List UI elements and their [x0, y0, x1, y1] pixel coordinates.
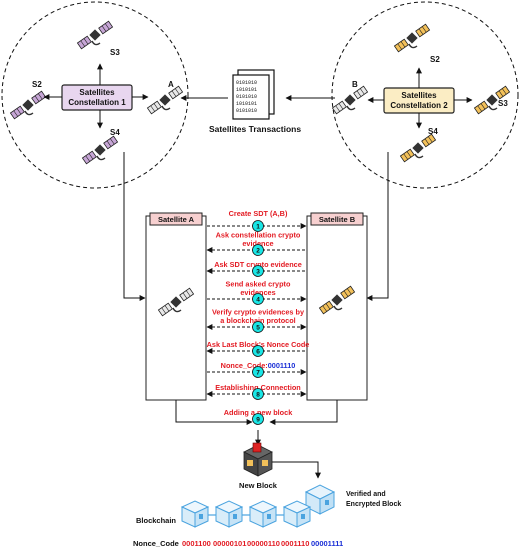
svg-text:0101010: 0101010	[236, 108, 257, 114]
step-9-number: 9	[256, 416, 260, 423]
sat-label-s3b: S3	[498, 99, 508, 108]
step-4-text: evidences	[240, 288, 275, 297]
step-2-number: 2	[256, 247, 260, 254]
verified-block-icon	[304, 484, 336, 515]
svg-text:1010101: 1010101	[236, 87, 257, 93]
step-5-text: a blockchain protocol	[220, 316, 295, 325]
step-4-number: 4	[256, 296, 260, 303]
satellite-a-box	[145, 215, 207, 401]
satellite-s3-icon	[76, 20, 114, 50]
constellation-1-label-line2: Constellation 1	[68, 98, 126, 107]
step-2-text: Ask constellation crypto	[216, 231, 301, 240]
sat-label-s4b: S4	[428, 127, 438, 136]
satellite-b-icon	[331, 85, 369, 115]
step-8-text: Establishing Connection	[215, 383, 301, 392]
nonce-code-4: 0001110	[281, 539, 309, 548]
constellation-2-orbit	[331, 1, 519, 189]
step-1-number: 1	[256, 223, 260, 230]
nonce-code-1: 0001100	[182, 539, 211, 548]
constellation-1-label-line1: Satellites	[79, 88, 115, 97]
step-8-badge	[252, 388, 264, 400]
step-6-text: Ask Last Block's Nonce Code	[207, 340, 310, 349]
step-6-badge	[252, 345, 264, 357]
blockchain-label: Blockchain	[136, 516, 176, 525]
step-3-number: 3	[256, 268, 260, 275]
step-3-badge	[252, 265, 264, 277]
blockchain-block-icon	[282, 500, 312, 528]
satellite-b-box	[306, 215, 368, 401]
step-2-badge	[252, 244, 264, 256]
step-7-text: Nonce_Code:0001110	[221, 361, 296, 370]
nonce-label: Nonce_Code	[133, 539, 179, 548]
step-5-text: Verify crypto evidences by	[212, 308, 305, 317]
step-2-text: evidence	[242, 239, 273, 248]
new-block-icon	[243, 442, 273, 477]
satellite-s2-icon	[9, 90, 47, 120]
svg-text:0101010: 0101010	[236, 80, 257, 86]
blockchain-block-icon	[214, 500, 244, 528]
constellation-1-orbit	[1, 1, 189, 189]
sat-label-a: A	[168, 80, 174, 89]
sat-label-b: B	[352, 80, 358, 89]
step-1: Create SDT (A,B) 1	[207, 209, 307, 232]
step-4-text: Send asked crypto	[226, 280, 291, 289]
constellation-2-label-line1: Satellites	[401, 91, 437, 100]
step-4-badge	[252, 293, 264, 305]
nonce-code-new: 00001111	[311, 539, 343, 548]
sat-label-s2: S2	[32, 80, 42, 89]
document-binary-icon: 0101010 1010101 0101010 1010101 0101010	[232, 69, 275, 120]
step-7-badge	[252, 366, 264, 378]
svg-text:0101010: 0101010	[236, 94, 257, 100]
nonce-code-2: 00000101	[213, 539, 246, 548]
transactions-label: Satellites Transactions	[209, 124, 301, 134]
satellite-s4-icon	[81, 135, 119, 165]
svg-text:1010101: 1010101	[236, 101, 257, 107]
satellite-s4b-icon	[399, 133, 437, 163]
blockchain-block-icon	[248, 500, 278, 528]
satellite-a-title: Satellite A	[158, 215, 195, 224]
step-3-text: Ask SDT crypto evidence	[214, 260, 302, 269]
step-5-badge	[252, 321, 264, 333]
step-9-text: Adding a new block	[224, 408, 293, 417]
constellation-2-label-line2: Constellation 2	[390, 101, 448, 110]
step-7-number: 7	[256, 369, 260, 376]
blockchain-chain	[180, 500, 312, 528]
step-1-text: Create SDT (A,B)	[229, 209, 288, 218]
satellite-a-icon	[146, 85, 184, 115]
sat-label-s4: S4	[110, 128, 120, 137]
step-1-badge	[252, 220, 264, 232]
step-8-number: 8	[256, 391, 260, 398]
verified-block-line2: Encrypted Block	[346, 501, 401, 508]
satellite-s2b-icon	[393, 23, 431, 53]
step-5-number: 5	[256, 324, 260, 331]
step-5: Verify crypto evidences bya blockchain p…	[206, 308, 307, 333]
nonce-code-3: 00000110	[247, 539, 280, 548]
sat-label-s2b: S2	[430, 55, 440, 64]
verified-block-line1: Verified and	[346, 491, 386, 498]
sat-label-s3: S3	[110, 48, 120, 57]
satellite-b-title: Satellite B	[319, 215, 356, 224]
step-6-number: 6	[256, 348, 260, 355]
blockchain-block-icon	[180, 500, 210, 528]
new-block-label: New Block	[239, 481, 278, 490]
